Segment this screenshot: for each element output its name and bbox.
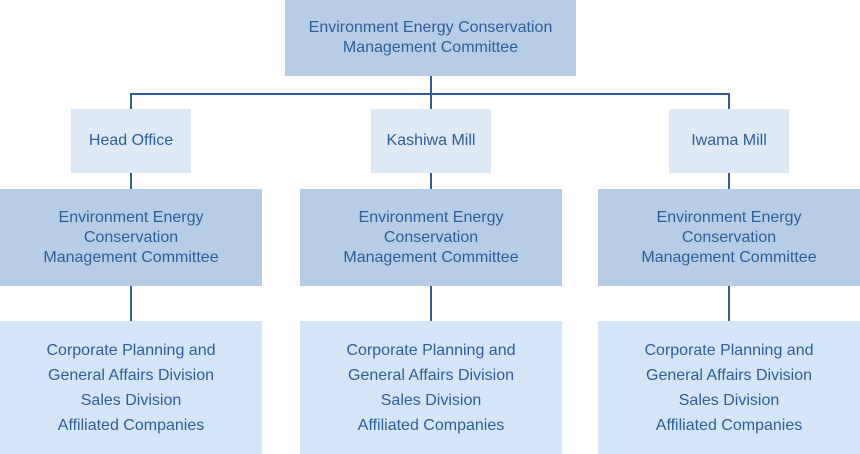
connector-head-office-committee-divisions [130,286,132,321]
committee-box-iwama-mill: Environment Energy Conservation Manageme… [598,189,860,286]
committee-line-2: Conservation [383,228,479,246]
committee-line-3: Management Committee [641,248,817,266]
division-line-4: Affiliated Companies [357,416,505,434]
division-line-3: Sales Division [80,391,182,409]
committee-box-kashiwa-mill: Environment Energy Conservation Manageme… [300,189,562,286]
committee-line-2: Conservation [83,228,179,246]
connector-top-vertical [430,76,432,94]
division-line-4: Affiliated Companies [655,416,803,434]
committee-line-1: Environment Energy [656,208,802,226]
division-line-2: General Affairs Division [646,366,812,384]
top-committee-box: Environment Energy Conservation Manageme… [285,0,576,76]
division-line-3: Sales Division [380,391,482,409]
site-label: Iwama Mill [691,132,767,149]
site-label: Kashiwa Mill [386,132,476,149]
divisions-box-kashiwa-mill: Corporate Planning and General Affairs D… [300,321,562,454]
site-box-kashiwa-mill: Kashiwa Mill [371,109,491,173]
connector-iwama-site-committee [728,173,730,189]
site-label: Head Office [88,132,174,149]
top-committee-line-1: Environment Energy Conservation [308,19,553,36]
division-line-2: General Affairs Division [348,366,514,384]
connector-head-office-site-committee [130,173,132,189]
division-line-1: Corporate Planning and [644,341,814,359]
division-line-2: General Affairs Division [48,366,214,384]
divisions-box-head-office: Corporate Planning and General Affairs D… [0,321,262,454]
connector-iwama-committee-divisions [728,286,730,321]
connector-kashiwa-site-committee [430,173,432,189]
top-committee-line-2: Management Committee [342,39,519,56]
committee-line-3: Management Committee [43,248,219,266]
division-line-1: Corporate Planning and [346,341,516,359]
connector-kashiwa-committee-divisions [430,286,432,321]
committee-line-2: Conservation [681,228,777,246]
division-line-4: Affiliated Companies [57,416,205,434]
committee-line-1: Environment Energy [58,208,204,226]
connector-head-office-drop [130,93,132,109]
connector-iwama-drop [728,93,730,109]
committee-box-head-office: Environment Energy Conservation Manageme… [0,189,262,286]
committee-line-3: Management Committee [343,248,519,266]
division-line-1: Corporate Planning and [46,341,216,359]
division-line-3: Sales Division [678,391,780,409]
site-box-iwama-mill: Iwama Mill [669,109,789,173]
site-box-head-office: Head Office [71,109,191,173]
connector-kashiwa-drop [430,93,432,109]
committee-line-1: Environment Energy [358,208,504,226]
divisions-box-iwama-mill: Corporate Planning and General Affairs D… [598,321,860,454]
